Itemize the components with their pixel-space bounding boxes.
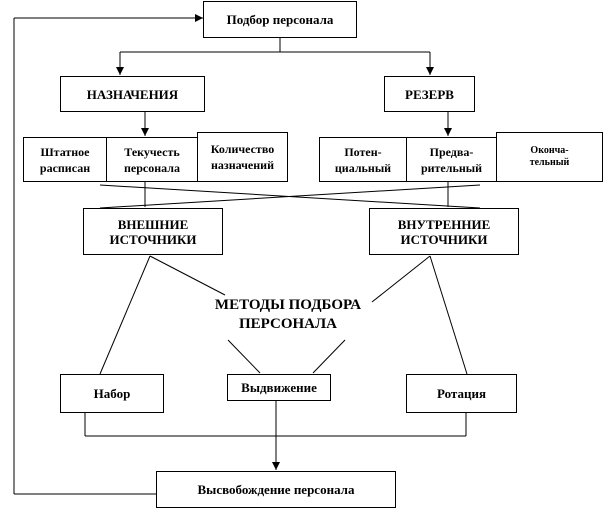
node-turnover: Текучесть персонала: [106, 137, 198, 182]
node-potential: Потен- циальный: [319, 137, 407, 182]
connector-methods-to-promotion-right: [312, 339, 346, 374]
node-preliminary: Предва- рительный: [406, 137, 497, 182]
node-appointments-count: Количество назначений: [197, 132, 288, 182]
node-reserve: РЕЗЕРВ: [384, 76, 475, 112]
connector-external-to-methods: [149, 255, 226, 296]
node-external-sources: ВНЕШНИЕ ИСТОЧНИКИ: [83, 208, 223, 255]
connector-methods-to-promotion-left: [227, 339, 261, 374]
node-internal-sources: ВНУТРЕННИЕ ИСТОЧНИКИ: [369, 208, 519, 255]
node-promotion: Выдвижение: [227, 374, 331, 401]
node-staffing: Штатное расписан: [23, 137, 107, 182]
node-final: Оконча- тельный: [496, 132, 603, 182]
node-rotation: Ротация: [406, 374, 517, 413]
label-selection-methods: МЕТОДЫ ПОДБОРА ПЕРСОНАЛА: [214, 297, 362, 332]
node-recruitment: Набор: [60, 374, 164, 413]
connector-external-to-recruitment: [99, 255, 151, 375]
node-appointments: НАЗНАЧЕНИЯ: [60, 76, 205, 112]
node-release: Высвобождение персонала: [156, 471, 396, 508]
connector-cross-2: [99, 184, 481, 209]
connector-internal-to-rotation: [429, 255, 468, 375]
node-selection: Подбор персонала: [203, 1, 357, 38]
connector-internal-to-methods: [371, 255, 431, 303]
